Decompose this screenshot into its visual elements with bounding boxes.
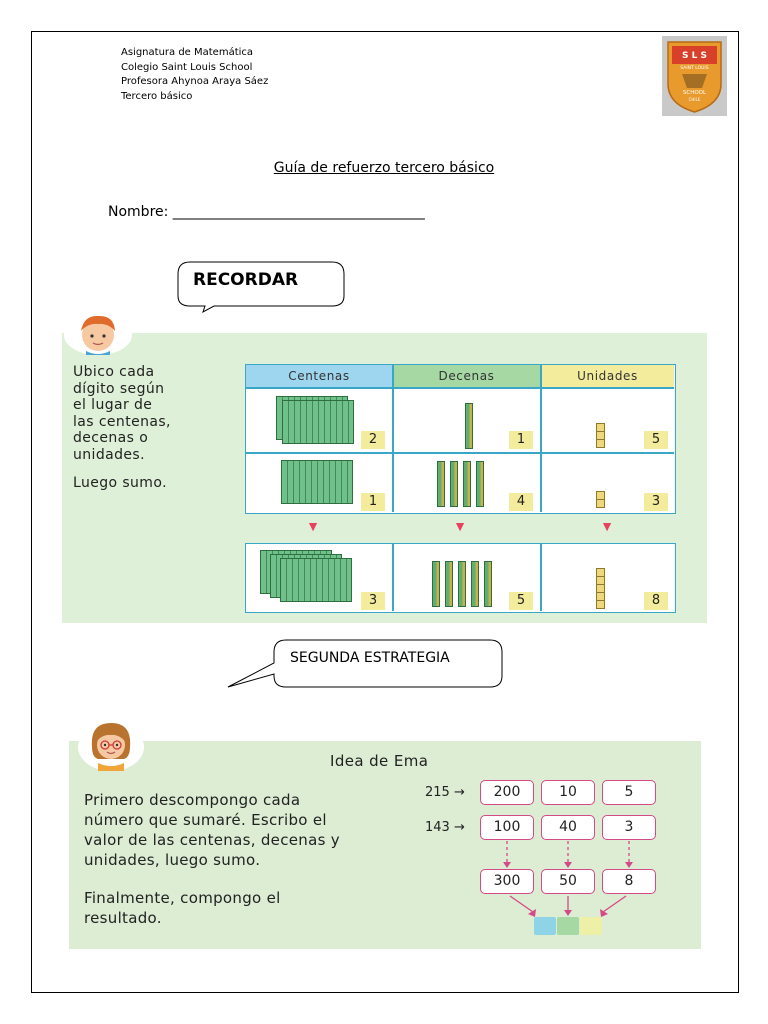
- result-centenas-digit: 3: [361, 592, 385, 610]
- instruction-line-final: Finalmente, compongo el: [84, 889, 281, 907]
- instruction-line-final: resultado.: [84, 909, 162, 927]
- teacher-line: Profesora Ahynoa Araya Sáez: [121, 76, 269, 87]
- grade-line: Tercero básico: [121, 90, 193, 102]
- instruction-line: valor de las centenas, decenas y: [84, 831, 340, 849]
- svg-text:CHILE: CHILE: [689, 97, 701, 102]
- result-centenas-box: [534, 917, 556, 935]
- instruction-line-sum: Luego sumo.: [73, 475, 167, 491]
- row1-centenas-digit: 2: [361, 431, 385, 449]
- place-value-instructions: Ubico cada dígito según el lugar de las …: [73, 364, 243, 492]
- header-centenas: Centenas: [246, 365, 392, 387]
- row1-decenas-digit: 1: [509, 431, 533, 449]
- sum-300: 300: [480, 869, 534, 894]
- arrow-down-icon: ▼: [600, 518, 614, 534]
- value-3: 3: [602, 815, 656, 840]
- instruction-line: dígito según: [73, 380, 165, 397]
- arrow-down-icon: ▼: [453, 518, 467, 534]
- page-frame: [31, 31, 739, 993]
- result-table: 3 5 8: [245, 543, 676, 613]
- hundred-flat: [281, 460, 353, 504]
- value-40: 40: [541, 815, 595, 840]
- result-unidades-digit: 8: [644, 592, 668, 610]
- ten-rod: [465, 403, 473, 449]
- svg-text:S L S: S L S: [682, 51, 707, 61]
- hundred-flat: [282, 400, 354, 444]
- row1-unidades-digit: 5: [644, 431, 668, 449]
- hundred-flat: [280, 558, 352, 602]
- boy-avatar: [64, 315, 132, 355]
- header-unidades: Unidades: [541, 365, 674, 387]
- instruction-line: Ubico cada: [73, 364, 155, 380]
- place-value-table: Centenas Decenas Unidades 2 1 5 1 4 3: [245, 364, 676, 514]
- result-decenas-box: [557, 917, 579, 935]
- ema-idea-panel: [69, 741, 701, 949]
- school-logo: S L S SAINT LOUIS SCHOOL CHILE: [662, 36, 727, 116]
- number-143-label: 143 →: [425, 820, 465, 835]
- instruction-line: el lugar de: [73, 397, 153, 413]
- arrow-down-icon: ▼: [306, 518, 320, 534]
- instruction-line: decenas o: [73, 430, 149, 446]
- header-decenas: Decenas: [393, 365, 540, 387]
- segunda-label: SEGUNDA ESTRATEGIA: [290, 650, 450, 666]
- instruction-line: Primero descompongo cada: [84, 791, 301, 809]
- value-10: 10: [541, 780, 595, 805]
- guide-title: Guía de refuerzo tercero básico: [273, 160, 495, 176]
- value-100: 100: [480, 815, 534, 840]
- sum-50: 50: [541, 869, 595, 894]
- instruction-line: número que sumaré. Escribo el: [84, 811, 327, 829]
- subject-line: Asignatura de Matemática: [121, 47, 254, 58]
- sum-8: 8: [602, 869, 656, 894]
- recordar-label: RECORDAR: [193, 270, 299, 290]
- instruction-line: las centenas,: [73, 413, 171, 430]
- header-info: Asignatura de Matemática Colegio Saint L…: [121, 46, 268, 104]
- instruction-line: unidades.: [73, 446, 145, 463]
- row2-decenas-digit: 4: [509, 493, 533, 511]
- instruction-line: unidades, luego sumo.: [84, 851, 261, 869]
- value-200: 200: [480, 780, 534, 805]
- row2-centenas-digit: 1: [361, 493, 385, 511]
- girl-avatar: [78, 723, 144, 771]
- number-215-label: 215 →: [425, 785, 465, 800]
- name-field: Nombre: ________________________________…: [108, 204, 425, 220]
- svg-text:SCHOOL: SCHOOL: [683, 90, 707, 96]
- svg-text:SAINT LOUIS: SAINT LOUIS: [680, 65, 708, 71]
- result-unidades-box: [580, 917, 602, 935]
- school-line: Colegio Saint Louis School: [121, 61, 253, 73]
- row2-unidades-digit: 3: [644, 493, 668, 511]
- ema-title: Idea de Ema: [330, 752, 429, 770]
- result-decenas-digit: 5: [509, 592, 533, 610]
- value-5: 5: [602, 780, 656, 805]
- ema-instructions: Primero descompongo cada número que suma…: [84, 790, 394, 928]
